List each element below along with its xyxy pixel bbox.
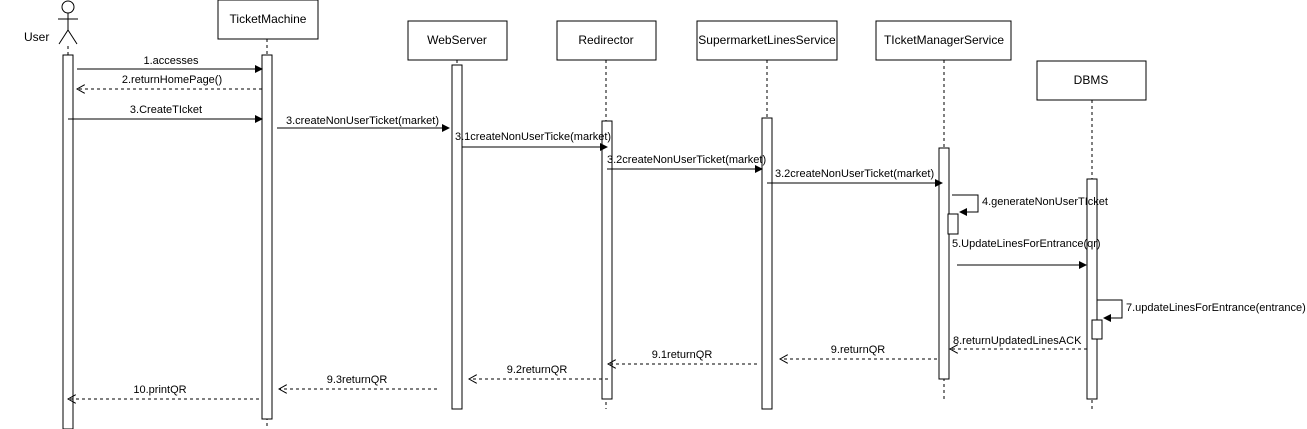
message-label: 4.generateNonUserTIcket (982, 196, 1108, 208)
message-3-2-create-non-user-ticket-b: 3.2createNonUserTicket(market) (767, 168, 943, 187)
participant-label-user: User (24, 30, 49, 44)
message-8-return-updated-lines-ack: 8.returnUpdatedLinesACK (950, 335, 1087, 349)
message-5-update-lines-for-entrance: 5.UpdateLinesForEntrance(qr) (952, 238, 1101, 269)
message-3-1-create-non-user-ticke: 3.1createNonUserTicke(market) (455, 131, 611, 151)
participant-user: User (24, 0, 78, 429)
participant-supermarket-lines-service: SupermarketLinesService (696, 20, 838, 410)
activation-ticket-manager-service-self (947, 213, 959, 235)
message-9-2-return-qr: 9.2returnQR (469, 364, 608, 379)
message-9-1-return-qr: 9.1returnQR (608, 349, 757, 364)
message-label: 9.3returnQR (327, 374, 388, 386)
activation-dbms (1086, 178, 1098, 400)
message-3-create-ticket: 3.CreateTIcket (68, 104, 263, 123)
participant-box-redirector (556, 20, 657, 61)
participant-label-redirector: Redirector (578, 33, 633, 47)
activation-ticket-machine (261, 54, 273, 420)
participant-box-dbms (1036, 60, 1147, 101)
message-2-return-home-page: 2.returnHomePage() (77, 74, 262, 89)
message-9-return-qr: 9.returnQR (780, 344, 937, 359)
message-label: 9.1returnQR (652, 349, 713, 361)
activation-ticket-manager-service (938, 147, 950, 380)
message-label: 3.CreateTIcket (130, 104, 202, 116)
message-4-generate-non-user-ticket: 4.generateNonUserTIcket (952, 194, 1108, 216)
message-7-update-lines-for-entrance: 7.updateLinesForEntrance(entrance) (1097, 299, 1306, 322)
message-label: 3.createNonUserTicket(market) (286, 115, 439, 127)
message-label: 2.returnHomePage() (122, 74, 222, 86)
message-label: 3.2createNonUserTicket(market) (607, 154, 766, 166)
message-3-create-non-user-ticket: 3.createNonUserTicket(market) (277, 115, 450, 132)
message-9-3-return-qr: 9.3returnQR (279, 374, 437, 389)
participant-web-server: WebServer (407, 20, 508, 410)
message-label: 7.updateLinesForEntrance(entrance) (1126, 302, 1306, 314)
activation-user (62, 54, 74, 429)
participant-box-ticket-manager-service (875, 20, 1012, 61)
participant-box-ticket-machine (217, 0, 319, 40)
activation-dbms-self (1091, 319, 1103, 340)
message-label: 3.1createNonUserTicke(market) (455, 131, 611, 143)
message-label: 3.2createNonUserTicket(market) (775, 168, 934, 180)
message-label: 1.accesses (143, 55, 199, 67)
message-label: 9.returnQR (831, 344, 885, 356)
message-3-2-create-non-user-ticket-a: 3.2createNonUserTicket(market) (607, 154, 766, 173)
message-label: 5.UpdateLinesForEntrance(qr) (952, 238, 1101, 250)
participant-label-ticket-manager-service: TIcketManagerService (884, 33, 1004, 47)
participant-dbms: DBMS (1036, 60, 1147, 409)
message-label: 10.printQR (133, 384, 186, 396)
actor-icon (58, 0, 78, 45)
message-label: 8.returnUpdatedLinesACK (953, 335, 1082, 347)
participant-label-ticket-machine: TicketMachine (230, 12, 307, 26)
participant-label-supermarket-lines-service: SupermarketLinesService (698, 33, 836, 47)
participant-label-dbms: DBMS (1074, 73, 1109, 87)
activation-redirector (601, 120, 613, 400)
activation-web-server (451, 64, 463, 410)
participant-redirector: Redirector (556, 20, 657, 409)
participant-label-web-server: WebServer (427, 33, 487, 47)
activation-supermarket-lines-service (761, 117, 773, 410)
message-label: 9.2returnQR (507, 364, 568, 376)
message-1-accesses: 1.accesses (77, 55, 263, 73)
message-10-print-qr: 10.printQR (68, 384, 259, 399)
participant-ticket-manager-service: TIcketManagerService (875, 20, 1012, 399)
participant-ticket-machine: TicketMachine (217, 0, 319, 429)
